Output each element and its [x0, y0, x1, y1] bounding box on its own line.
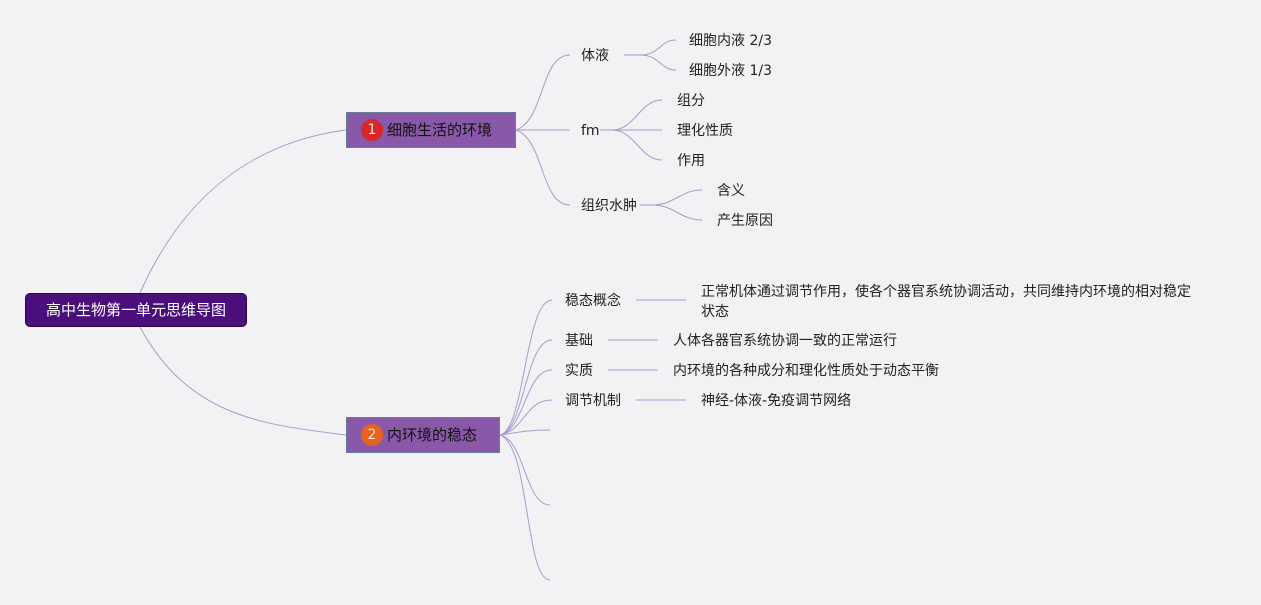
topic-label: 细胞生活的环境 — [387, 121, 493, 139]
subtopic-mechanism[interactable]: 调节机制 — [565, 393, 621, 409]
link-shuizhong-hanyi — [651, 189, 703, 206]
link-tiye-waiye — [639, 54, 677, 71]
link-topic2-empty2 — [499, 434, 551, 506]
subtopic-basis[interactable]: 基础 — [565, 333, 593, 349]
link-root-topic1 — [139, 129, 347, 294]
subtopic-body-fluid[interactable]: 体液 — [581, 48, 609, 64]
topic-number-badge: 2 — [361, 424, 383, 446]
leaf-mechanism-desc[interactable]: 神经-体液-免疫调节网络 — [701, 393, 852, 409]
link-topic2-empty3 — [499, 434, 551, 581]
link-shuizhong-yuanyin — [651, 204, 703, 221]
link-fm-zufen — [611, 99, 663, 131]
subtopic-fm[interactable]: fm — [581, 123, 600, 139]
root-node[interactable]: 高中生物第一单元思维导图 — [25, 293, 247, 327]
topic-cell-environment[interactable]: 1 细胞生活的环境 — [346, 112, 516, 148]
leaf-intracellular-fluid[interactable]: 细胞内液 2/3 — [689, 33, 772, 49]
link-topic2-empty1 — [499, 429, 551, 436]
topic-homeostasis[interactable]: 2 内环境的稳态 — [346, 417, 500, 453]
leaf-concept-desc[interactable]: 正常机体通过调节作用，使各个器官系统协调活动，共同维持内环境的相对稳定状态 — [701, 284, 1191, 320]
leaf-basis-desc[interactable]: 人体各器官系统协调一致的正常运行 — [673, 333, 897, 349]
link-topic2-jichu — [499, 339, 553, 436]
leaf-extracellular-fluid[interactable]: 细胞外液 1/3 — [689, 63, 772, 79]
subtopic-essence[interactable]: 实质 — [565, 363, 593, 379]
leaf-meaning[interactable]: 含义 — [717, 183, 745, 199]
leaf-physicochemical[interactable]: 理化性质 — [677, 123, 733, 139]
link-root-topic2 — [139, 326, 347, 436]
topic-number-badge: 1 — [361, 119, 383, 141]
leaf-function[interactable]: 作用 — [677, 153, 705, 169]
subtopic-concept[interactable]: 稳态概念 — [565, 293, 621, 309]
leaf-causes[interactable]: 产生原因 — [717, 213, 773, 229]
link-topic2-shizhi — [499, 369, 553, 436]
link-topic1-shuizhong — [515, 129, 571, 206]
link-tiye-neiye — [639, 39, 677, 56]
link-topic2-gainian — [499, 299, 553, 436]
leaf-essence-desc[interactable]: 内环境的各种成分和理化性质处于动态平衡 — [673, 363, 939, 379]
leaf-components[interactable]: 组分 — [677, 93, 705, 109]
subtopic-edema[interactable]: 组织水肿 — [581, 198, 637, 214]
link-topic2-jizhi — [499, 399, 553, 436]
link-fm-zuoyong — [611, 129, 663, 161]
link-topic1-tiye — [515, 54, 571, 131]
topic-label: 内环境的稳态 — [387, 426, 478, 444]
